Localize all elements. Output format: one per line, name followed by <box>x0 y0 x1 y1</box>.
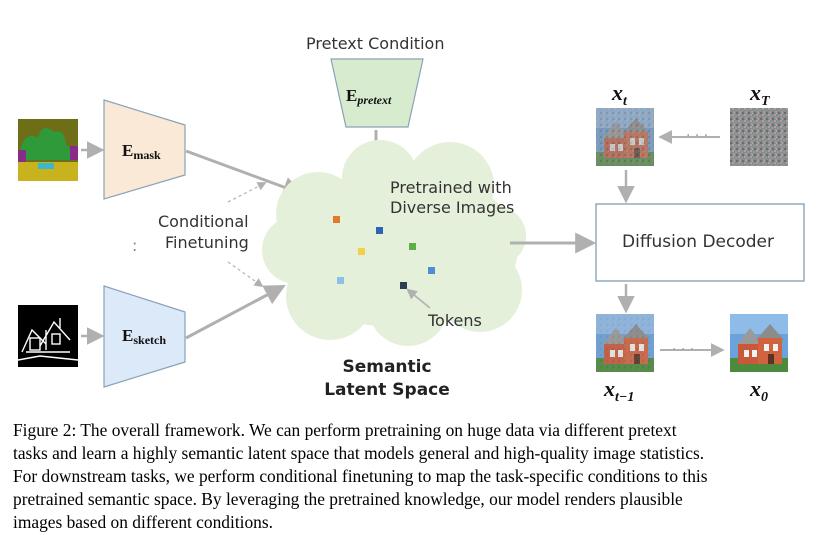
latent-token <box>409 243 416 250</box>
caption-line-3: For downstream tasks, we perform conditi… <box>13 466 708 486</box>
latent-token <box>337 277 344 284</box>
semantic-latent-cloud <box>262 140 526 346</box>
xT-image <box>730 108 788 166</box>
mask-image <box>18 119 78 181</box>
latent-token <box>333 216 340 223</box>
xt-label: xt <box>612 80 627 109</box>
diagram-canvas <box>17 58 805 388</box>
latent-token <box>428 267 435 274</box>
caption-line-4: pretrained semantic space. By leveraging… <box>13 489 683 509</box>
latent-token <box>358 248 365 255</box>
pretrained-label-line2: Diverse Images <box>390 198 515 217</box>
mask-encoder-label: Emask <box>122 141 161 162</box>
sketch-image <box>17 305 79 367</box>
pretext-condition-label: Pretext Condition <box>306 34 445 53</box>
xT-label: xT <box>750 80 770 109</box>
pretext-encoder-label: Epretext <box>346 86 392 107</box>
conditional-finetuning-line2: Finetuning <box>165 233 249 252</box>
mask-encoder-shape <box>103 99 186 200</box>
latent-token <box>376 227 383 234</box>
sketch-encoder-label: Esketch <box>122 326 167 347</box>
xt-1-image <box>596 314 654 372</box>
framework-diagram: Pretext Condition Emask Esketch Epretext… <box>17 34 805 405</box>
pretrained-label-line1: Pretrained with <box>390 178 512 197</box>
diffusion-decoder-box <box>595 203 805 282</box>
caption-line-2: tasks and learn a highly semantic latent… <box>13 443 705 463</box>
finetune-dotted-arrow-top <box>227 182 267 203</box>
dots-bottom: · · · <box>672 342 695 358</box>
conditional-finetuning-line1: Conditional <box>158 212 249 231</box>
sketch-encoder-shape <box>103 285 186 388</box>
tokens-label: Tokens <box>428 311 482 330</box>
caption-line-1: Figure 2: The overall framework. We can … <box>13 420 677 440</box>
tokens-pointer-arrow <box>406 288 431 309</box>
vertical-ellipsis: : <box>132 236 138 255</box>
figure-caption: Figure 2: The overall framework. We can … <box>13 419 821 534</box>
latent-token <box>400 282 407 289</box>
xt-1-label: xt−1 <box>604 376 635 405</box>
token-layer <box>333 216 435 289</box>
x0-image <box>730 314 788 372</box>
caption-line-5: images based on different conditions. <box>13 512 273 532</box>
pretext-encoder-shape <box>330 58 424 128</box>
mask-encoder-to-latent-arrow <box>185 149 304 198</box>
dots-top: · · · <box>686 128 709 144</box>
sketch-encoder-to-latent-arrow <box>185 285 286 340</box>
diffusion-decoder-label: Diffusion Decoder <box>622 232 774 252</box>
xt-image <box>596 108 654 166</box>
finetune-dotted-arrow-bottom <box>227 261 264 288</box>
x0-label: x0 <box>750 376 768 405</box>
